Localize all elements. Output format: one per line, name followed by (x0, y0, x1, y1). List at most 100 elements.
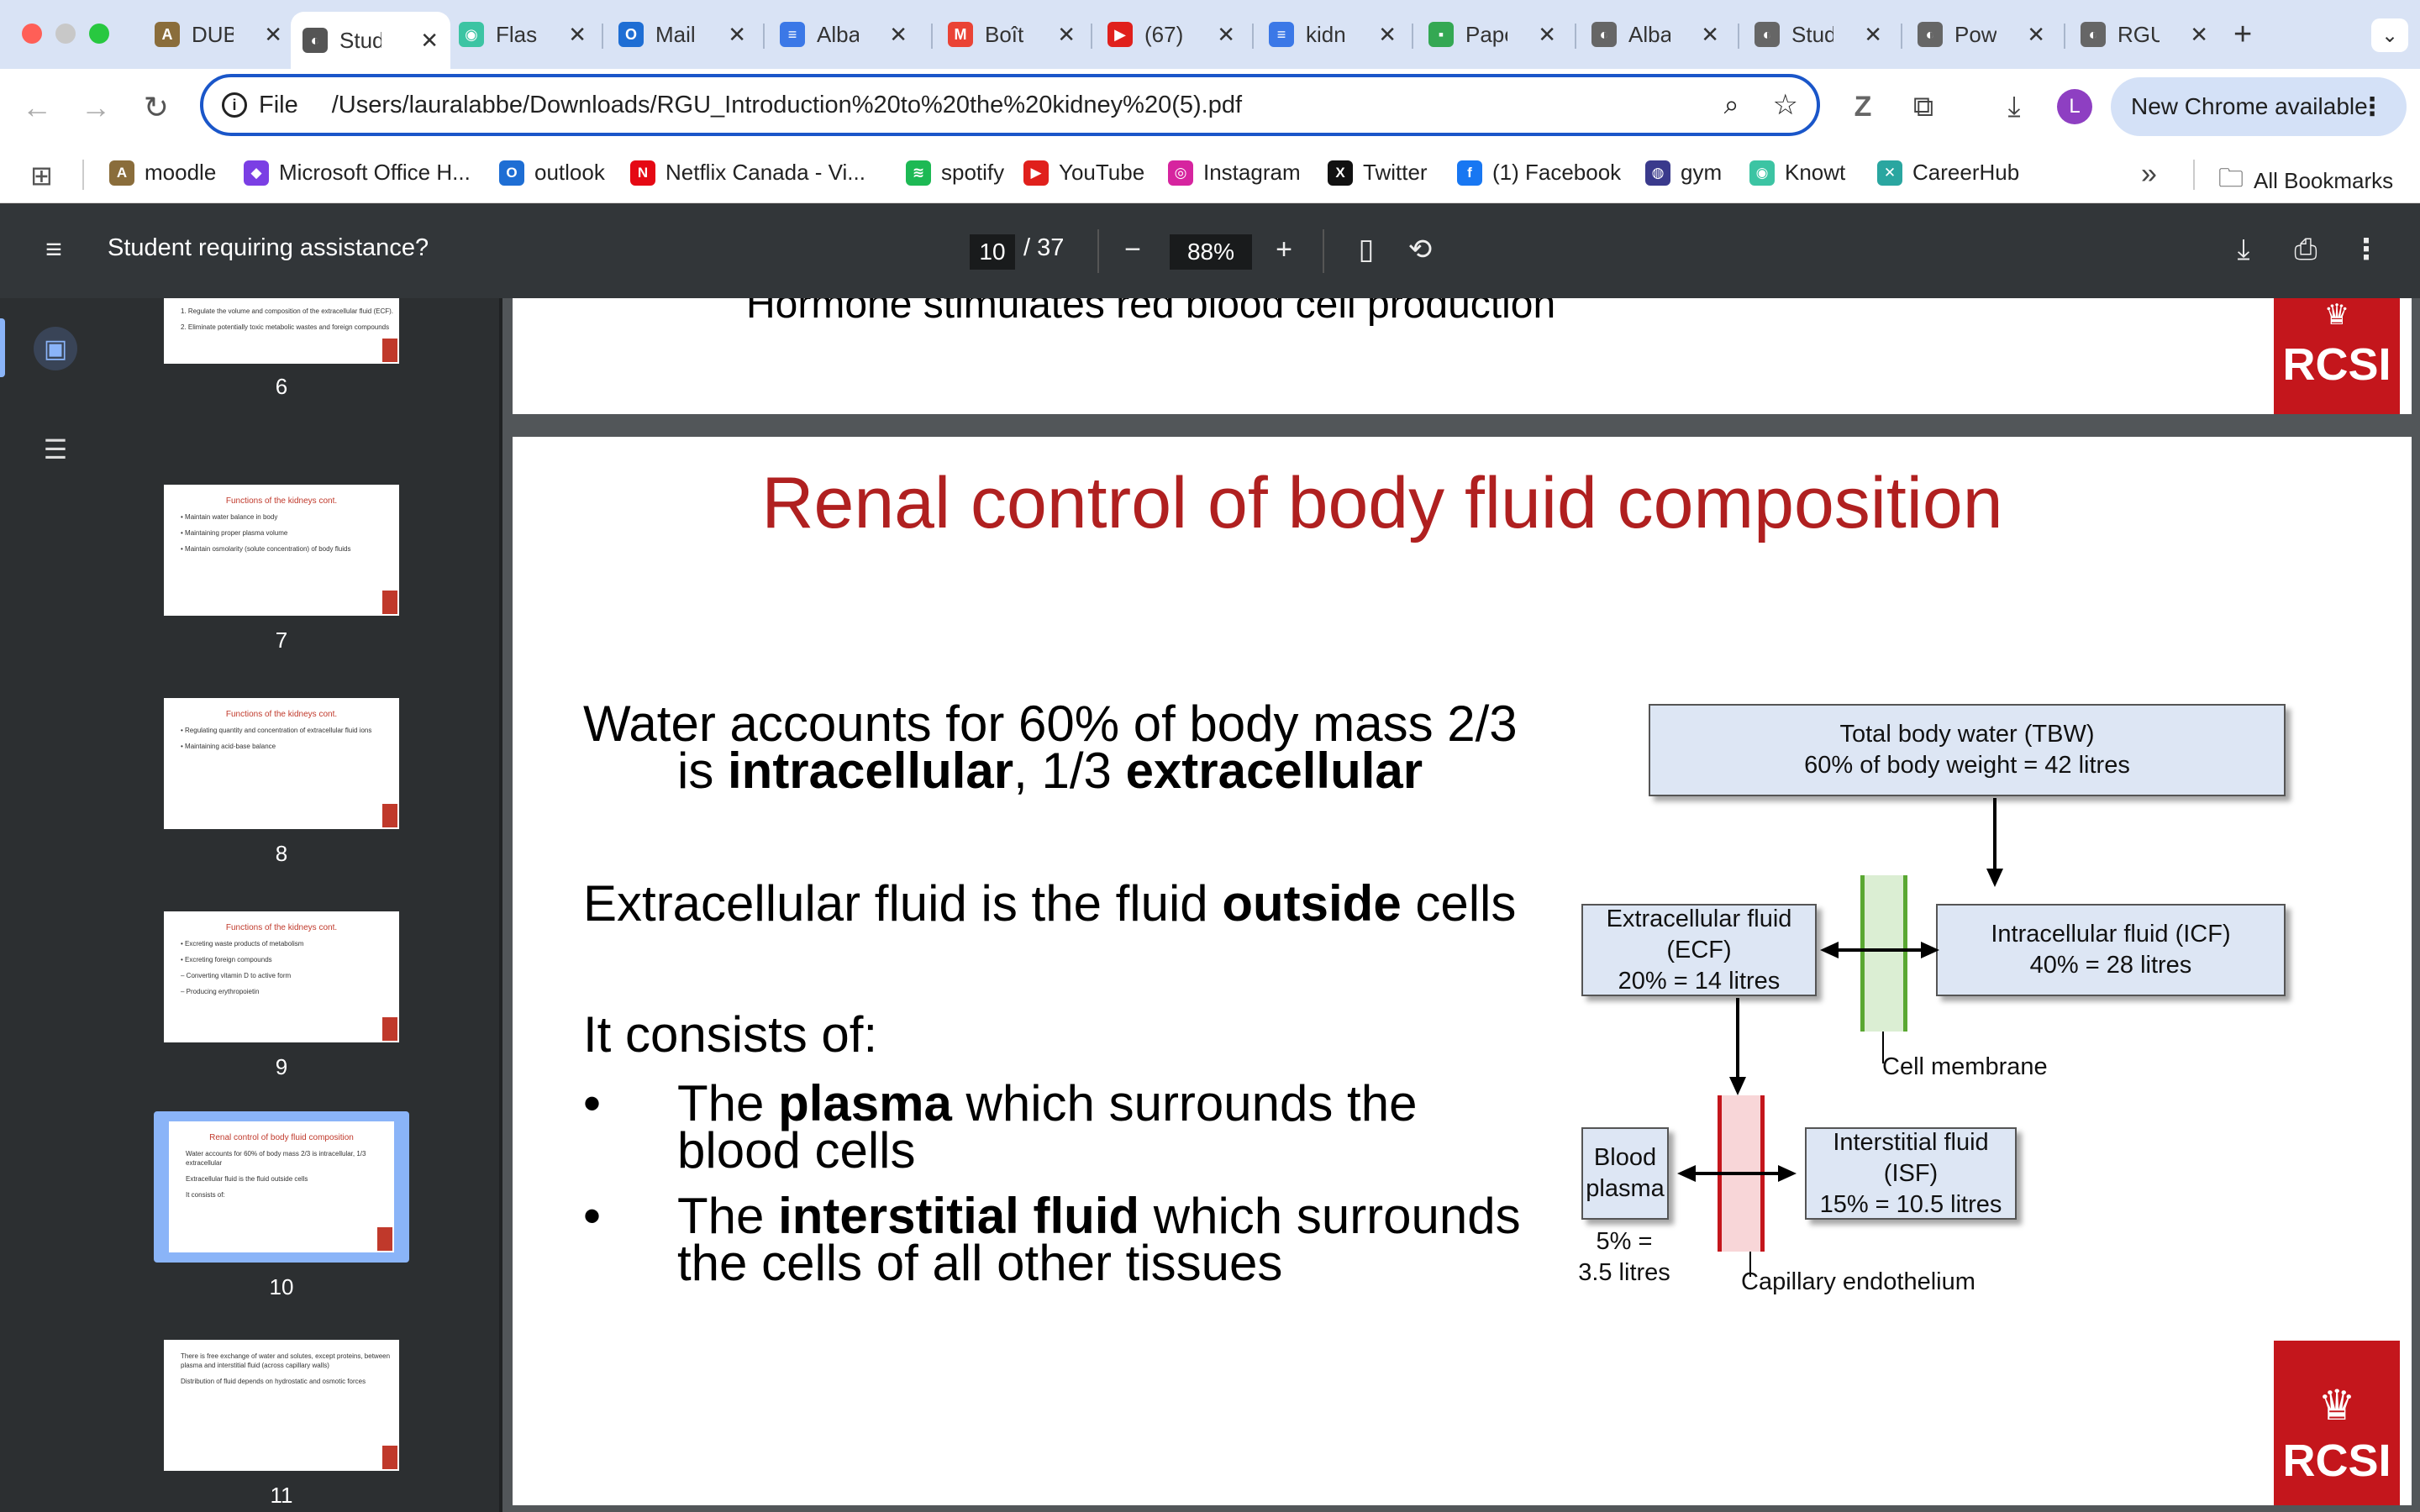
page-thumbnail[interactable]: Functions of the kidneys cont. • Maintain… (164, 485, 399, 616)
tab-close-icon[interactable]: ✕ (568, 21, 587, 47)
folder-icon: 🗀 (2218, 165, 2244, 192)
bookmark-item[interactable]: ◎Instagram (1168, 160, 1301, 186)
hamburger-menu-icon[interactable]: ≡ (45, 233, 62, 265)
slide-title: Renal control of body fluid composition (761, 463, 2003, 543)
browser-tab[interactable]: ◐Alba✕ (1580, 12, 1731, 57)
browser-tab[interactable]: ≡kidn✕ (1257, 12, 1408, 57)
info-icon[interactable]: i (222, 92, 247, 118)
bookmark-item[interactable]: ▶YouTube (1023, 160, 1144, 186)
page-thumbnail[interactable]: Functions of the kidneys cont.• Regulati… (164, 698, 399, 829)
bookmark-item[interactable]: ≋spotify (906, 160, 1004, 186)
zoom-out-button[interactable]: − (1124, 233, 1141, 265)
extensions-puzzle-icon[interactable]: ⧉ (1912, 90, 1934, 123)
bookmark-item[interactable]: ◉Knowt (1749, 160, 1845, 186)
rcsi-crest-icon: ♛ (2323, 299, 2350, 331)
zotero-extension-icon[interactable]: Z (1854, 90, 1872, 123)
zoom-magnifier-icon[interactable]: ⌕ (1723, 89, 1739, 119)
bookmark-item[interactable]: ✕CareerHub (1877, 160, 2019, 186)
tab-close-icon[interactable]: ✕ (1378, 21, 1397, 47)
browser-tab[interactable]: ◐Pow✕ (1906, 12, 2057, 57)
tab-title: RGU (2118, 21, 2160, 47)
browser-tab[interactable]: M Boît ✕ (936, 12, 1087, 57)
tab-close-icon[interactable]: ✕ (420, 27, 439, 53)
page-thumbnail[interactable]: Functions of the kidneys cont.• Excretin… (164, 911, 399, 1042)
zoom-level-input[interactable]: 88% (1170, 234, 1252, 270)
browser-tab[interactable]: ◐ RGU ✕ (2069, 12, 2220, 57)
rotate-icon[interactable]: ⟲ (1407, 234, 1433, 265)
tab-favicon-icon: M (948, 22, 973, 47)
page-thumbnail[interactable]: There is free exchange of water and solu… (164, 1340, 399, 1471)
pdf-viewer[interactable]: Hormone stimulates red blood cell produc… (502, 298, 2420, 1512)
browser-tab[interactable]: ≡Alba✕ (768, 12, 919, 57)
bookmark-favicon-icon: O (499, 160, 524, 186)
outline-view-icon[interactable]: ☰ (43, 434, 68, 465)
fit-to-page-icon[interactable]: ▯ (1358, 234, 1375, 265)
bookmark-label: moodle (145, 160, 217, 185)
apps-grid-icon[interactable]: ⊞ (30, 160, 53, 191)
address-bar[interactable]: i File /Users/lauralabbe/Downloads/RGU_I… (200, 74, 1820, 136)
thumbnail-line: • Maintain osmolarity (solute concentrat… (181, 545, 351, 553)
tab-close-icon[interactable]: ✕ (1864, 21, 1882, 47)
more-actions-icon[interactable]: ⋮ (2352, 234, 2381, 265)
thumbnail-heading: Functions of the kidneys cont. (225, 496, 338, 506)
tab-close-icon[interactable]: ✕ (2027, 21, 2045, 47)
browser-tab[interactable]: ◉Flas✕ (447, 12, 598, 57)
zoom-in-button[interactable]: + (1276, 233, 1292, 265)
browser-tab[interactable]: ◐Stud✕ (291, 12, 450, 69)
minimize-window-button[interactable] (55, 24, 76, 44)
slide-bullet-plasma: • The plasma which surrounds the blood c… (583, 1075, 1418, 1179)
tab-title: Pape (1465, 21, 1507, 47)
print-icon[interactable]: ⎙ (2294, 233, 2317, 265)
browser-tab[interactable]: ▶(67)✕ (1096, 12, 1247, 57)
tab-close-icon[interactable]: ✕ (1701, 21, 1719, 47)
kebab-menu-icon[interactable]: ⋮ (2360, 92, 2385, 121)
bookmark-item[interactable]: ◆Microsoft Office H... (244, 160, 471, 186)
sidebar-scrollbar[interactable] (499, 298, 504, 1512)
bookmark-label: YouTube (1059, 160, 1145, 185)
more-bookmarks-chevron-icon[interactable]: » (2141, 158, 2157, 190)
page-number-input[interactable]: 10 (970, 234, 1015, 270)
tab-favicon-icon: ◐ (1918, 22, 1943, 47)
close-window-button[interactable] (22, 24, 42, 44)
browser-tab[interactable]: ▪ Pape ✕ (1417, 12, 1568, 57)
url-text[interactable]: /Users/lauralabbe/Downloads/RGU_Introduc… (331, 91, 1243, 118)
tab-close-icon[interactable]: ✕ (264, 21, 282, 47)
browser-tab[interactable]: ◐Stud✕ (1743, 12, 1894, 57)
tab-title: Boît (985, 21, 1024, 47)
tab-close-icon[interactable]: ✕ (1057, 21, 1076, 47)
back-button[interactable]: ← (22, 90, 52, 124)
tab-close-icon[interactable]: ✕ (1217, 21, 1235, 47)
new-tab-button[interactable]: + (2233, 17, 2253, 52)
downloads-icon[interactable]: ⤓ (2007, 90, 2021, 123)
forward-button[interactable]: → (81, 90, 111, 124)
tab-close-icon[interactable]: ✕ (2190, 21, 2208, 47)
arrowhead (1729, 1077, 1746, 1095)
all-bookmarks-button[interactable]: 🗀 All Bookmarks (2218, 160, 2393, 202)
bookmark-item[interactable]: ◍gym (1645, 160, 1722, 186)
tab-favicon-icon: ◐ (2081, 22, 2106, 47)
thumbnails-view-icon[interactable]: ▣ (34, 327, 77, 370)
tbw-box: Total body water (TBW)60% of body weight… (1649, 704, 2286, 796)
tab-search-chevron-icon[interactable]: ⌄ (2371, 18, 2408, 52)
download-icon[interactable]: ⤓ (2237, 233, 2250, 265)
new-chrome-available-button[interactable]: New Chrome available ⋮ (2111, 77, 2407, 136)
bookmark-favicon-icon: ◉ (1749, 160, 1775, 186)
page-thumbnail[interactable]: 1. Regulate the volume and composition o… (164, 298, 399, 364)
reload-button[interactable]: ↻ (143, 90, 170, 124)
maximize-window-button[interactable] (89, 24, 109, 44)
tab-close-icon[interactable]: ✕ (728, 21, 746, 47)
tab-favicon-icon: ≡ (780, 22, 805, 47)
tab-close-icon[interactable]: ✕ (1538, 21, 1556, 47)
tab-close-icon[interactable]: ✕ (889, 21, 908, 47)
bookmark-star-icon[interactable]: ☆ (1772, 89, 1798, 121)
bookmark-item[interactable]: f(1) Facebook (1457, 160, 1621, 186)
tab-favicon-icon: ▪ (1428, 22, 1454, 47)
profile-avatar[interactable]: L (2057, 89, 2092, 124)
